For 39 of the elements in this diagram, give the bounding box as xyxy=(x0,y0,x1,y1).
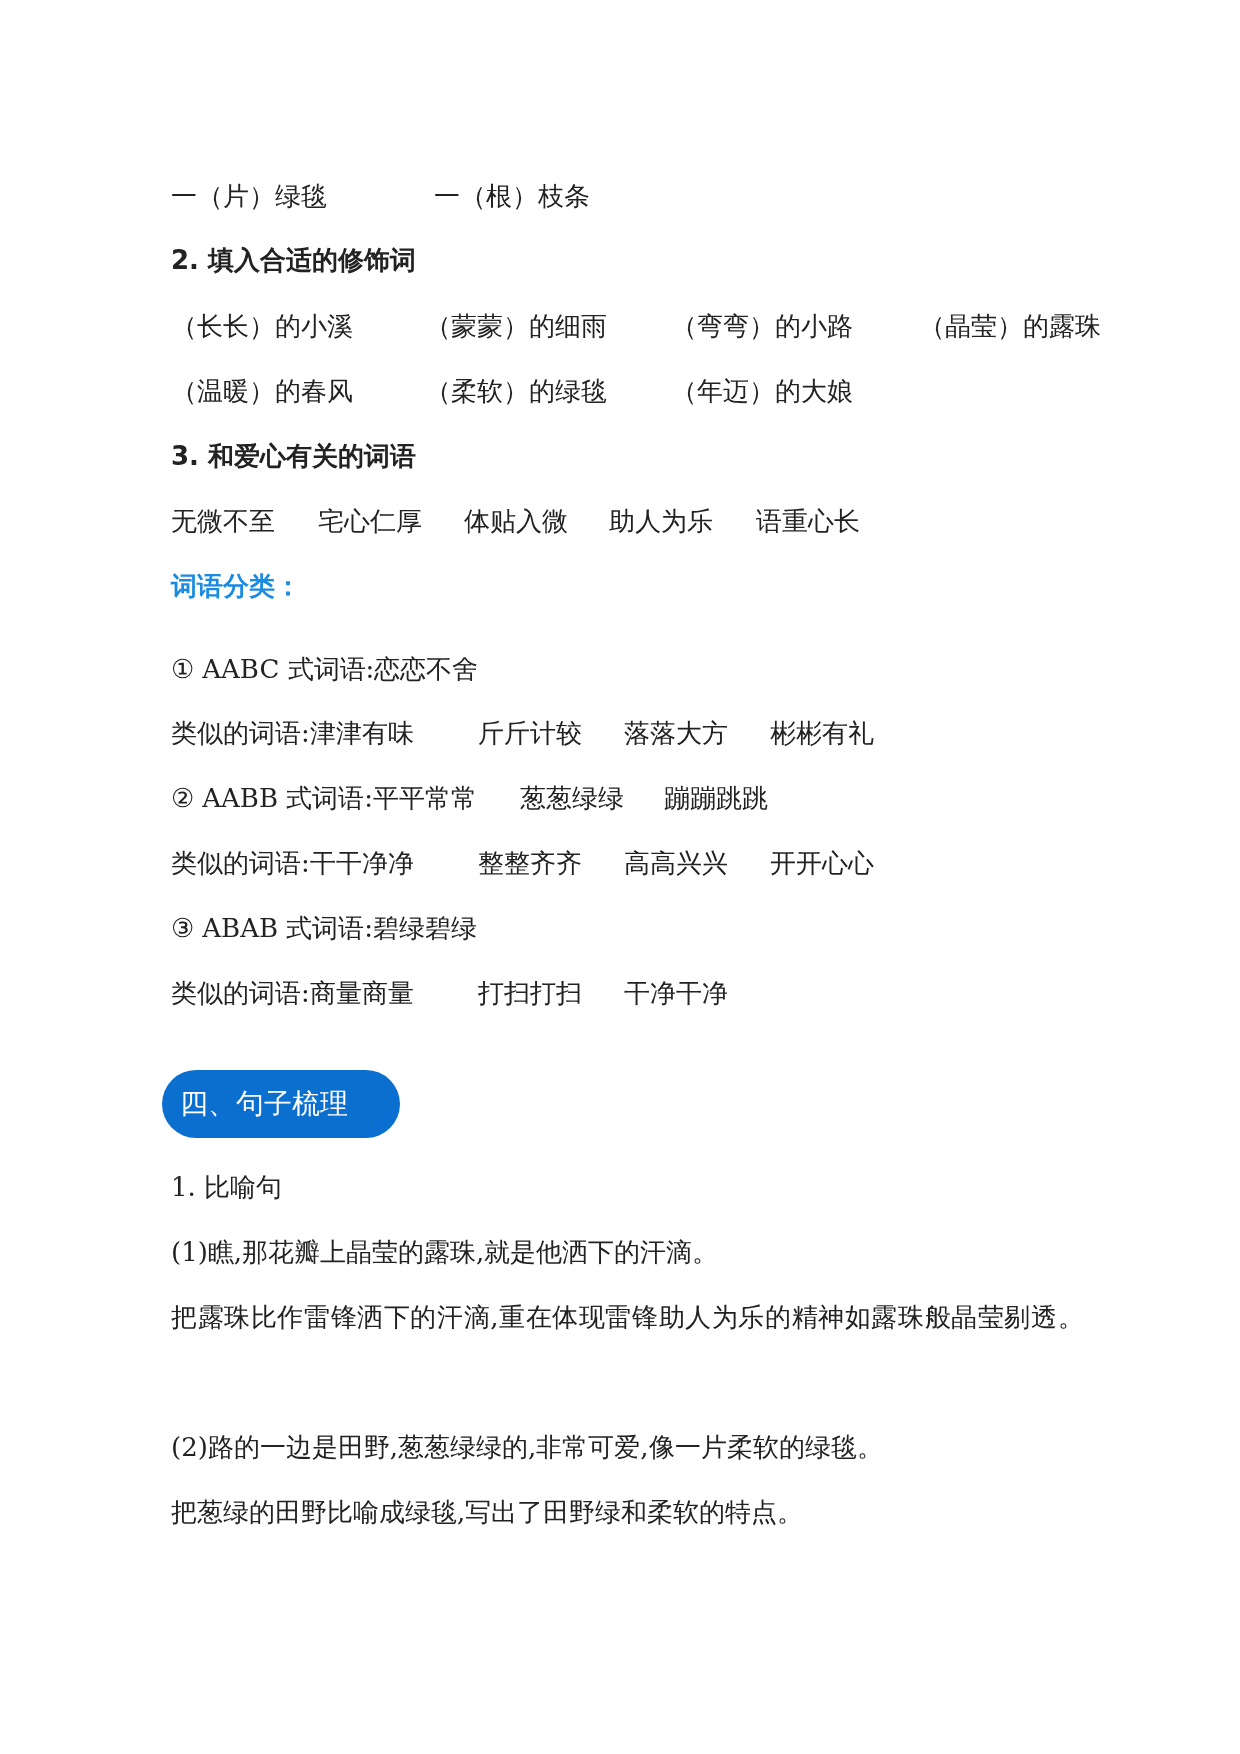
text-line: ③ ABAB 式词语:碧绿碧绿 xyxy=(171,912,478,945)
text-line: 开开心心 xyxy=(770,847,874,880)
text-line: 高高兴兴 xyxy=(624,847,728,880)
section-title-banner: 四、句子梳理 xyxy=(162,1070,400,1138)
text-line: 1. 比喻句 xyxy=(171,1171,283,1204)
section-heading: 3. 和爱心有关的词语 xyxy=(171,440,417,473)
text-line: （蒙蒙）的细雨 xyxy=(425,310,607,343)
text-line: 类似的词语:商量商量 xyxy=(171,977,414,1010)
paragraph: 把露珠比作雷锋洒下的汗滴,重在体现雷锋助人为乐的精神如露珠般晶莹剔透。 xyxy=(170,1301,1086,1334)
text-line: （晶莹）的露珠 xyxy=(919,310,1101,343)
text-line: 体贴入微 xyxy=(464,505,568,538)
text-line: 无微不至 xyxy=(171,505,275,538)
text-line: 把葱绿的田野比喻成绿毯,写出了田野绿和柔软的特点。 xyxy=(171,1496,804,1529)
text-line: 助人为乐 xyxy=(609,505,713,538)
text-line: 蹦蹦跳跳 xyxy=(664,782,768,815)
text-line: 彬彬有礼 xyxy=(770,717,874,750)
text-line: （温暖）的春风 xyxy=(171,375,353,408)
text-line: （年迈）的大娘 xyxy=(671,375,853,408)
section-heading: 2. 填入合适的修饰词 xyxy=(171,244,417,277)
text-line: 斤斤计较 xyxy=(478,717,582,750)
text-line: 宅心仁厚 xyxy=(318,505,422,538)
text-line: 语重心长 xyxy=(756,505,860,538)
text-line: 类似的词语:干干净净 xyxy=(171,847,414,880)
text-line: 类似的词语:津津有味 xyxy=(171,717,414,750)
text-line: （弯弯）的小路 xyxy=(671,310,853,343)
text-line: 一（片）绿毯 xyxy=(171,180,327,213)
text-line: （柔软）的绿毯 xyxy=(425,375,607,408)
text-line: 干净干净 xyxy=(624,977,728,1010)
text-line: ① AABC 式词语:恋恋不舍 xyxy=(171,653,479,686)
text-line: ② AABB 式词语:平平常常 xyxy=(171,782,478,815)
text-line: 整整齐齐 xyxy=(478,847,582,880)
text-line: 打扫打扫 xyxy=(478,977,582,1010)
text-line: (1)瞧,那花瓣上晶莹的露珠,就是他洒下的汗滴。 xyxy=(171,1236,719,1269)
text-line: 一（根）枝条 xyxy=(434,180,590,213)
text-line: 葱葱绿绿 xyxy=(520,782,624,815)
text-line: 落落大方 xyxy=(624,717,728,750)
section-heading: 词语分类： xyxy=(171,570,301,603)
text-line: （长长）的小溪 xyxy=(171,310,353,343)
text-line: (2)路的一边是田野,葱葱绿绿的,非常可爱,像一片柔软的绿毯。 xyxy=(171,1431,883,1464)
